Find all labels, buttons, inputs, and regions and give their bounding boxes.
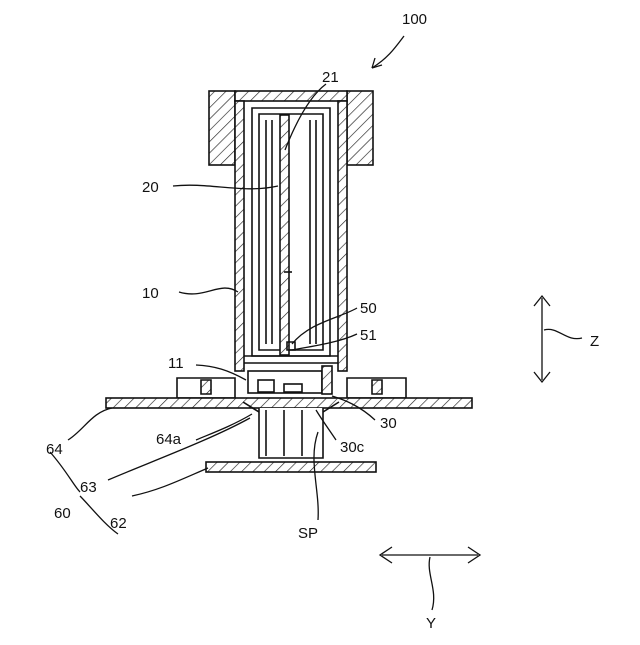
inner-sleeve-right — [310, 120, 316, 344]
inner-sleeve-left — [266, 120, 272, 344]
label-axis-z: Z — [590, 333, 599, 350]
cap-top — [235, 91, 347, 101]
label-51: 51 — [360, 327, 377, 344]
body-wall-left — [235, 101, 244, 371]
leader-62 — [132, 468, 208, 496]
label-11: 11 — [168, 355, 184, 372]
cap-right — [347, 91, 373, 165]
part-30-right — [322, 366, 332, 394]
label-62: 62 — [110, 515, 127, 532]
label-64a: 64a — [156, 431, 182, 448]
plate-64 — [106, 398, 472, 408]
label-30: 30 — [380, 415, 397, 432]
brace-60-top — [50, 452, 80, 492]
label-30c: 30c — [340, 439, 365, 456]
inner-sleeve — [252, 108, 330, 356]
label-63: 63 — [80, 479, 97, 496]
sleeve-sp — [259, 408, 323, 458]
body-wall-right — [338, 101, 347, 371]
label-21: 21 — [322, 69, 339, 86]
label-10: 10 — [142, 285, 159, 302]
leader-10 — [179, 288, 238, 294]
label-assembly: 100 — [402, 11, 427, 28]
label-50: 50 — [360, 300, 377, 317]
leader-64a — [196, 414, 252, 440]
leader-64 — [68, 408, 112, 440]
axis-z-leader — [544, 329, 582, 338]
leader-20 — [173, 185, 278, 189]
cap-left — [209, 91, 235, 165]
rod — [280, 115, 289, 355]
axis-y-leader — [429, 557, 434, 610]
label-60: 60 — [54, 505, 71, 522]
plate-62 — [206, 462, 376, 472]
arrow-100-line — [372, 36, 404, 68]
label-sp: SP — [298, 525, 318, 542]
label-axis-y: Y — [426, 615, 436, 632]
label-64: 64 — [46, 441, 63, 458]
label-20: 20 — [142, 179, 159, 196]
